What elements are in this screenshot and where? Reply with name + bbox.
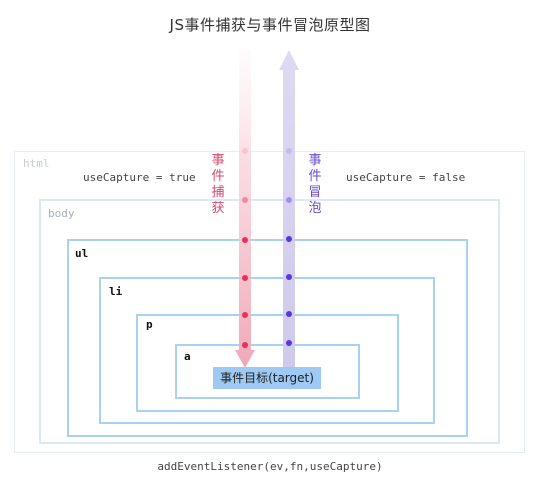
api-signature: addEventListener(ev,fn,useCapture)	[157, 460, 383, 473]
capture-label: 事件捕获	[211, 153, 225, 216]
capture-dot-html	[242, 148, 248, 154]
bubble-dot-p	[286, 311, 292, 317]
layer-box-li	[99, 277, 435, 424]
bubble-dot-li	[286, 274, 292, 280]
layer-label-body: body	[48, 207, 75, 220]
capture-dot-a	[242, 342, 248, 348]
layer-box-ul	[67, 239, 468, 437]
bubble-label: 事件冒泡	[308, 153, 322, 216]
layer-label-li: li	[109, 285, 123, 298]
bubble-setting-label: useCapture = false	[346, 171, 466, 184]
bubble-dot-a	[286, 340, 292, 346]
bubble-arrow	[279, 50, 299, 368]
capture-dot-li	[242, 275, 248, 281]
layer-label-ul: ul	[75, 247, 89, 260]
capture-setting-label: useCapture = true	[83, 171, 196, 184]
capture-dot-p	[242, 312, 248, 318]
diagram-title: JS事件捕获与事件冒泡原型图	[169, 16, 371, 34]
layer-box-a	[175, 344, 360, 399]
layer-box-html	[14, 151, 525, 453]
layer-label-p: p	[146, 318, 153, 331]
event-target: 事件目标(target)	[213, 367, 321, 389]
layer-box-p	[136, 314, 399, 412]
bubble-dot-body	[286, 197, 292, 203]
capture-dot-body	[242, 197, 248, 203]
bubble-dot-html	[286, 148, 292, 154]
layer-box-body	[39, 199, 500, 444]
layer-label-a: a	[184, 350, 191, 363]
capture-dot-ul	[242, 237, 248, 243]
layer-label-html: html	[23, 157, 50, 170]
capture-arrow	[235, 50, 255, 368]
bubble-dot-ul	[286, 236, 292, 242]
